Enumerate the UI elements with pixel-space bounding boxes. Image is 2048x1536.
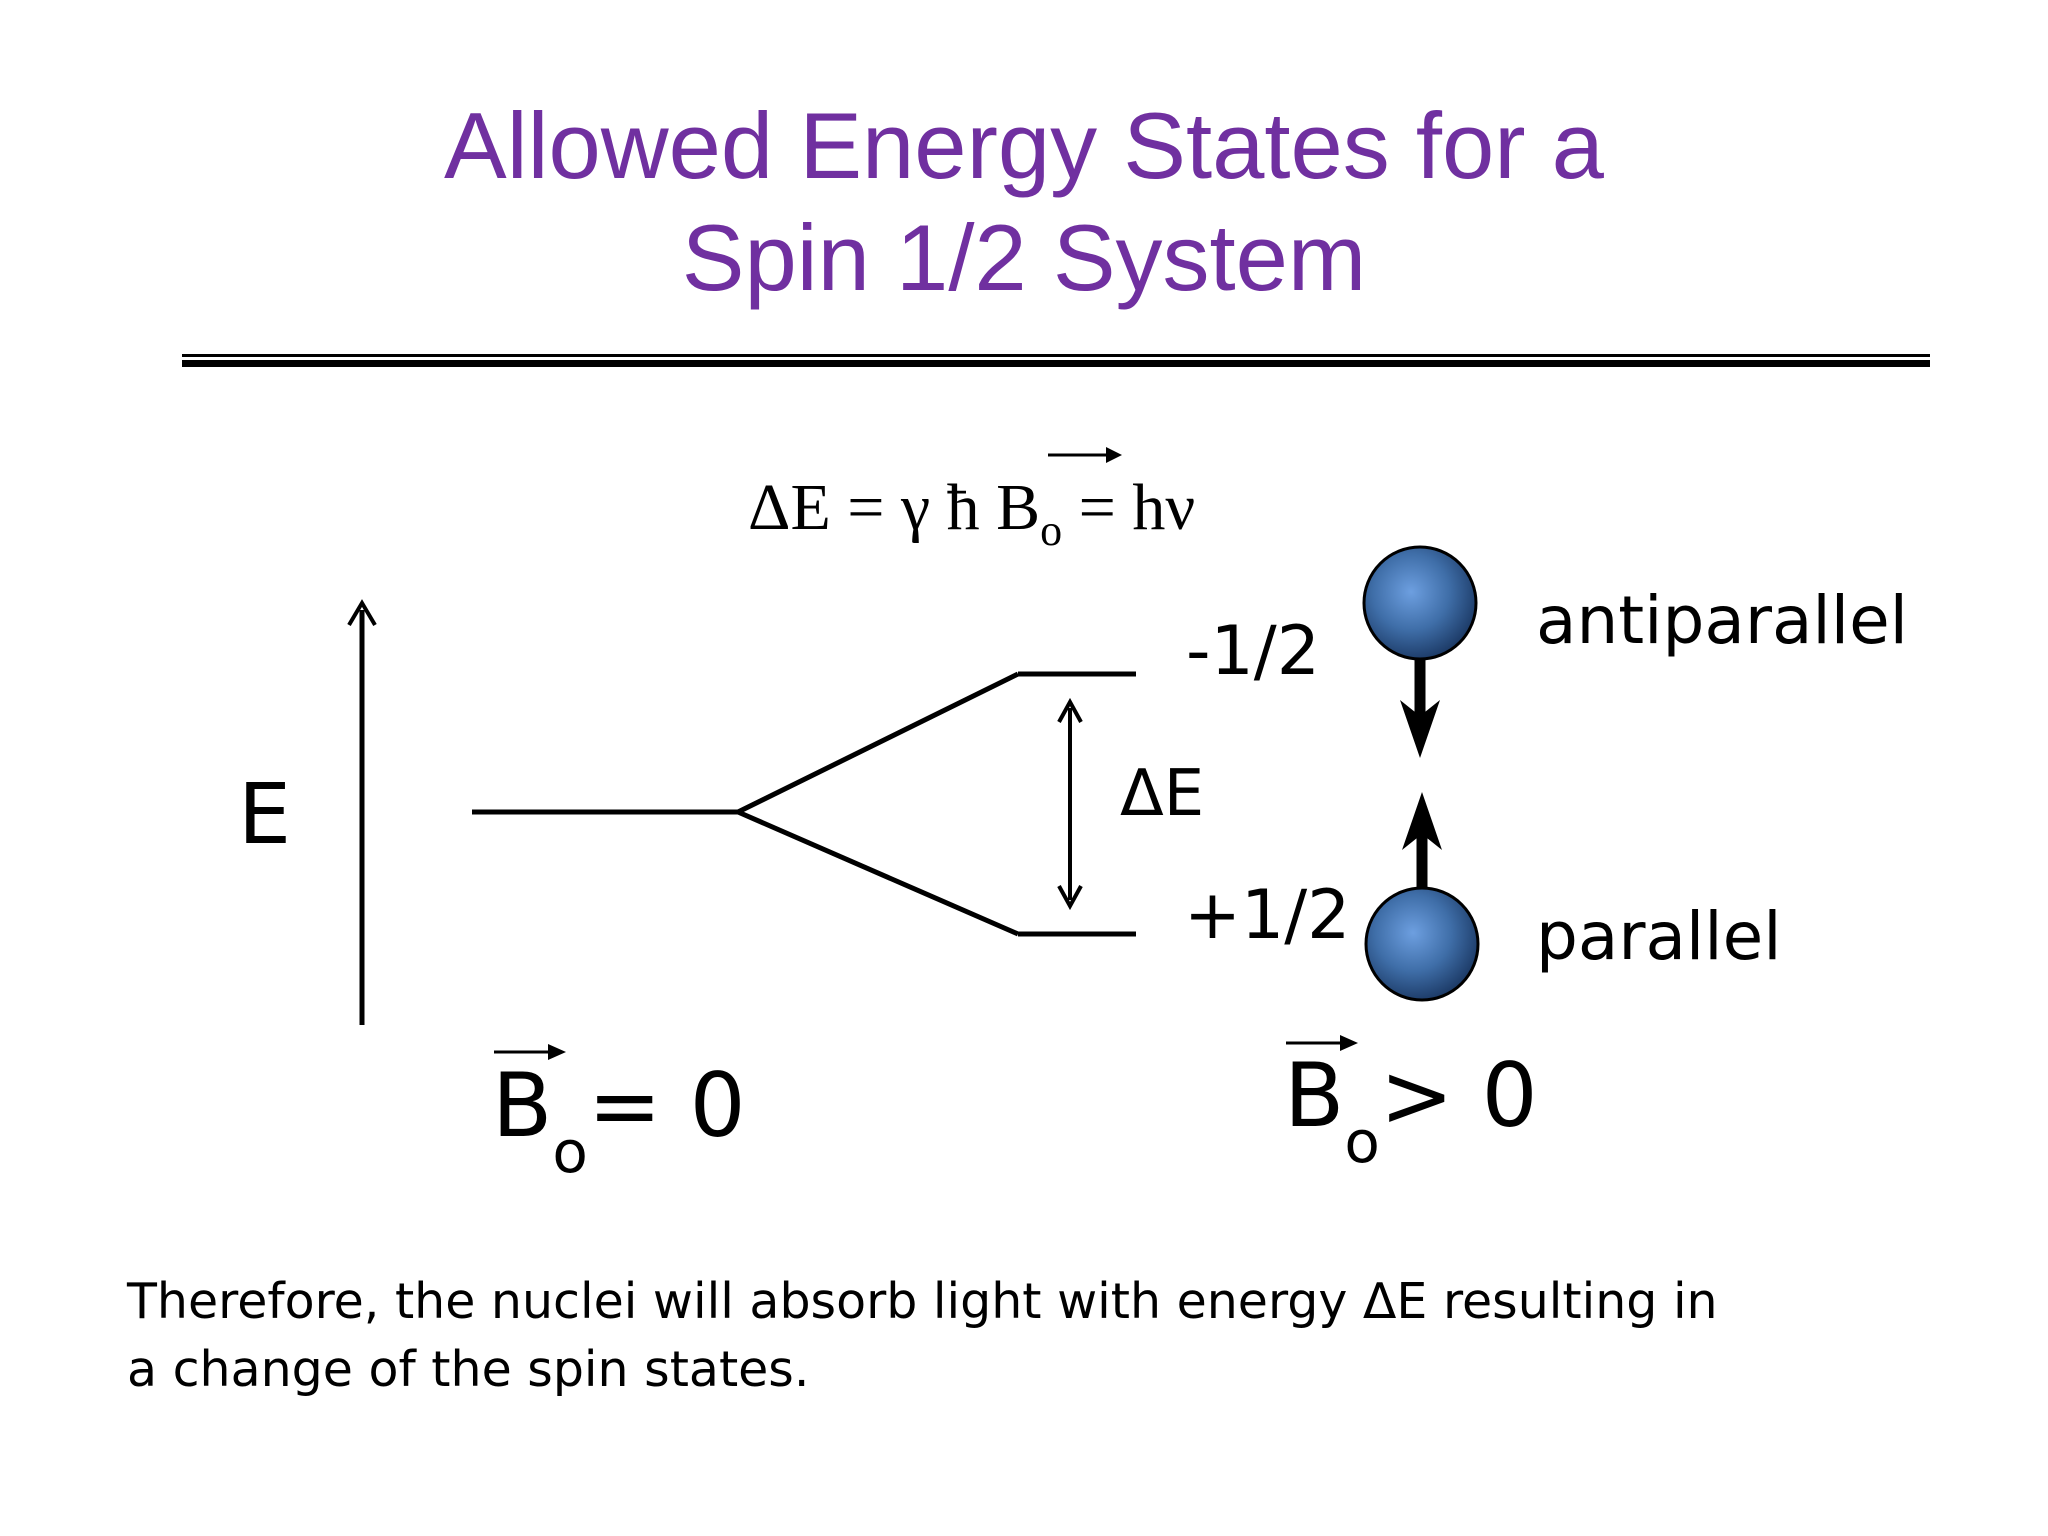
antiparallel-label: antiparallel — [1536, 582, 1909, 659]
upper-level-label: -1/2 — [1186, 612, 1320, 691]
split-line-down — [737, 809, 1019, 937]
equation-vector-arrow — [1048, 447, 1122, 463]
split-line-up — [736, 671, 1020, 815]
delta-e-double-arrow — [1057, 697, 1083, 911]
energy-axis-arrow — [347, 599, 377, 1025]
equation-subscript: o — [1040, 506, 1063, 555]
parallel-nucleus — [1364, 792, 1480, 1002]
field-zero-relation: = 0 — [587, 1054, 746, 1157]
energy-axis-label: E — [238, 765, 292, 863]
title-rule-bottom — [182, 360, 1930, 367]
title-line-2: Spin 1/2 System — [681, 205, 1367, 310]
field-positive-symbol: B — [1284, 1044, 1345, 1147]
equation-rhs: = hν — [1062, 471, 1196, 544]
delta-e-label: ΔE — [1120, 757, 1205, 831]
field-zero-symbol: B — [492, 1054, 553, 1157]
title-line-1: Allowed Energy States for a — [444, 93, 1604, 198]
equation-lhs: ΔE = γ ħ B — [748, 471, 1041, 544]
field-zero-label: Bo = 0 — [492, 1054, 746, 1182]
caption-line-1: Therefore, the nuclei will absorb light … — [127, 1273, 1718, 1330]
title-rule-top — [182, 354, 1930, 357]
field-positive-label: Bo > 0 — [1284, 1044, 1538, 1172]
slide-title: Allowed Energy States for a Spin 1/2 Sys… — [0, 90, 2048, 314]
parallel-label: parallel — [1536, 898, 1782, 975]
field-positive-subscript: o — [1344, 1108, 1380, 1176]
field-zero-vector-arrow — [494, 1044, 566, 1060]
caption-line-2: a change of the spin states. — [127, 1341, 810, 1398]
antiparallel-nucleus — [1362, 545, 1478, 758]
field-positive-vector-arrow — [1286, 1035, 1358, 1051]
energy-equation: ΔE = γ ħ Bo = hν — [748, 475, 1195, 553]
lower-level-label: +1/2 — [1184, 876, 1351, 955]
caption: Therefore, the nuclei will absorb light … — [127, 1268, 1718, 1404]
field-zero-subscript: o — [552, 1118, 588, 1186]
field-positive-relation: > 0 — [1379, 1044, 1538, 1147]
